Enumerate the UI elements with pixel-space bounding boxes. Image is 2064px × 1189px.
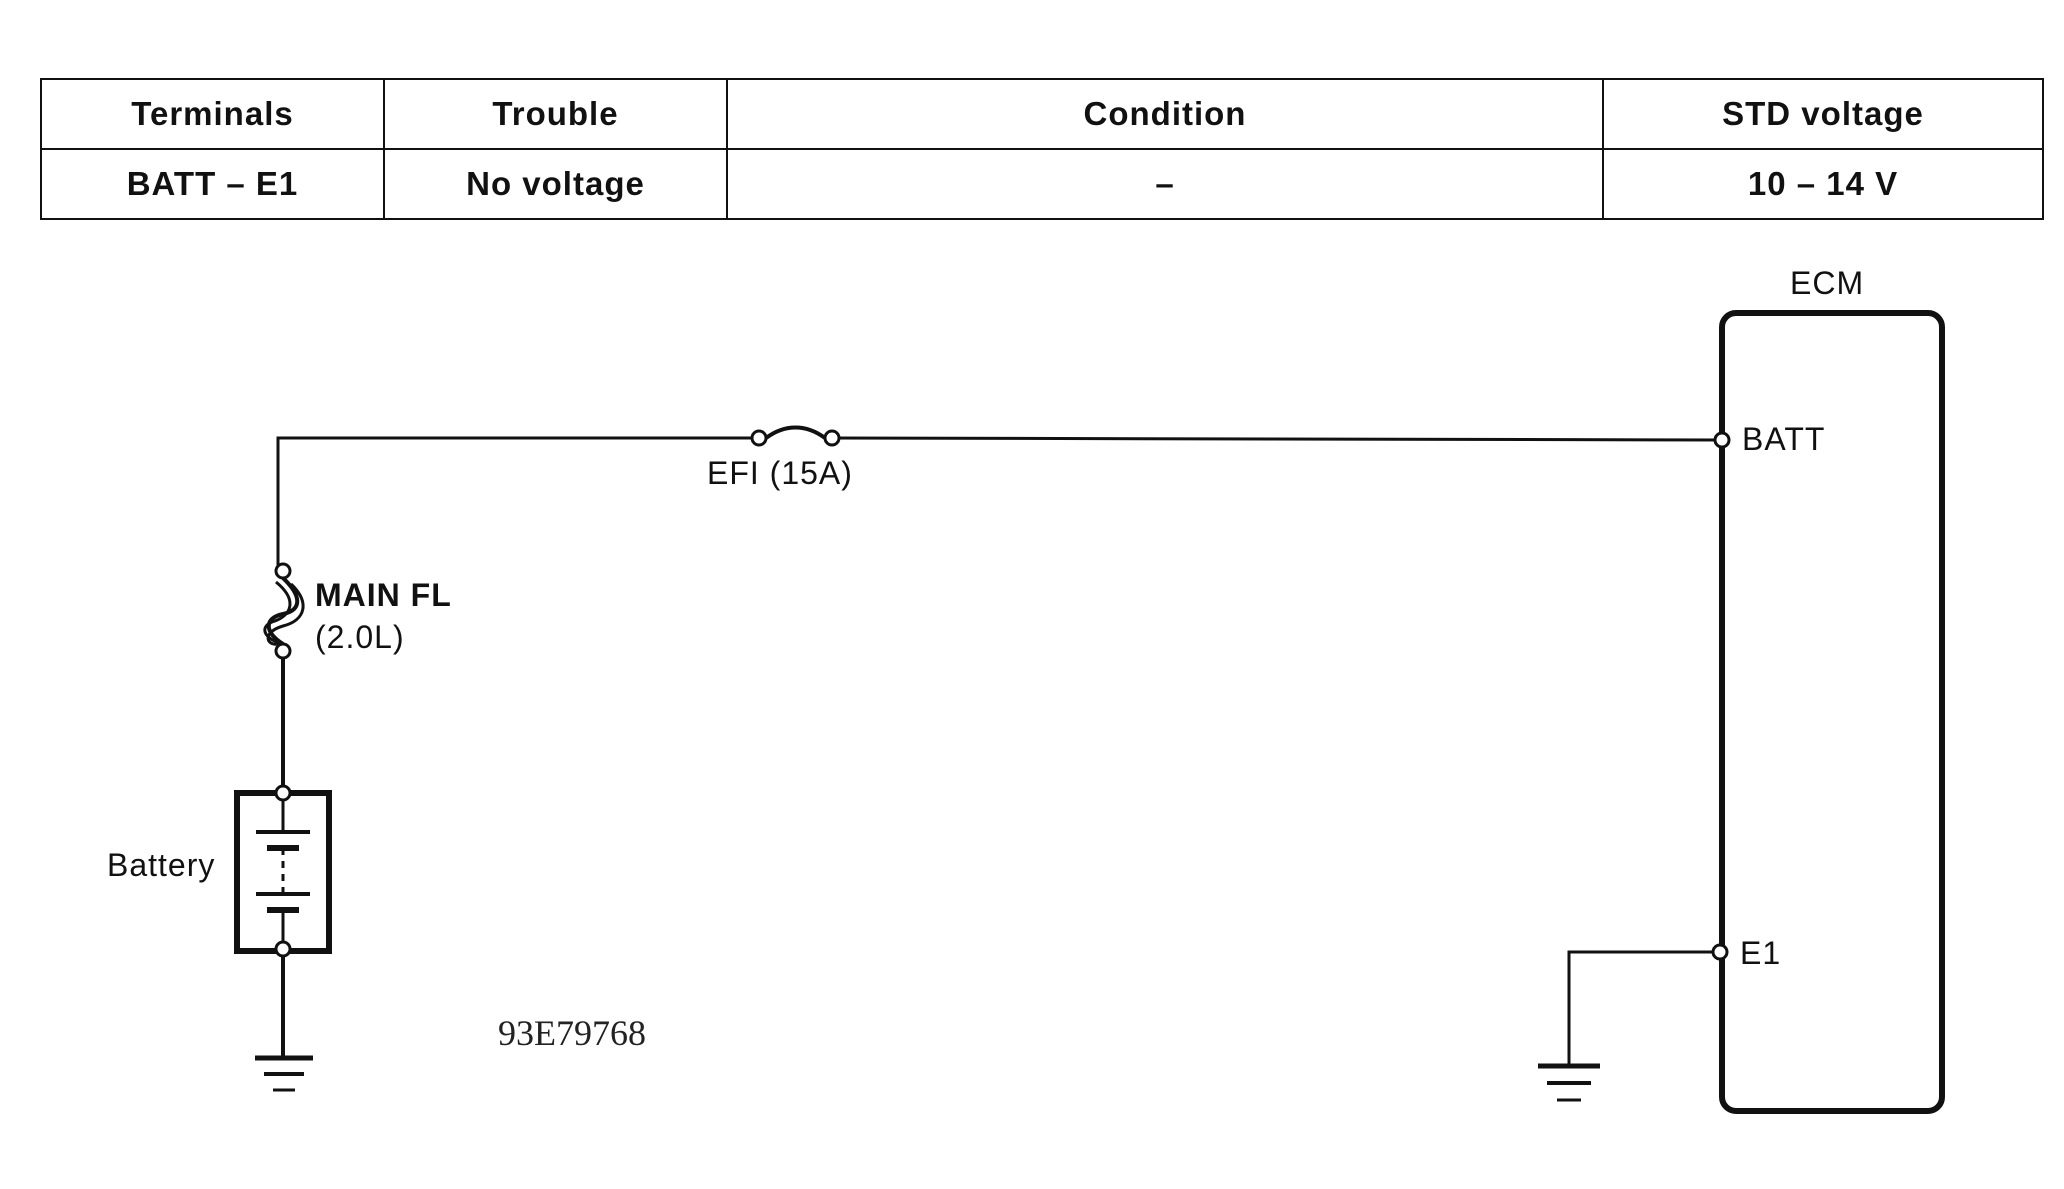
batt-terminal-label: BATT bbox=[1742, 421, 1825, 457]
cell-trouble: No voltage bbox=[383, 148, 728, 220]
ecm-box bbox=[1719, 310, 1945, 1114]
cell-condition: – bbox=[726, 148, 1604, 220]
table-header-row: Terminals Trouble Condition STD voltage bbox=[40, 78, 2044, 150]
reference-code: 93E79768 bbox=[498, 1013, 646, 1053]
header-condition: Condition bbox=[726, 78, 1604, 150]
battery-label: Battery bbox=[107, 847, 215, 883]
battery-icon bbox=[234, 784, 332, 958]
efi-fuse-label: EFI (15A) bbox=[707, 455, 853, 491]
table-row: BATT – E1 No voltage – 10 – 14 V bbox=[40, 148, 2044, 220]
ground-icon bbox=[1538, 1063, 1600, 1102]
cell-std-voltage: 10 – 14 V bbox=[1602, 148, 2044, 220]
main-fl-label: MAIN FL bbox=[315, 577, 452, 613]
batt-terminal-dot bbox=[1713, 431, 1731, 449]
e1-terminal-dot bbox=[1711, 943, 1729, 961]
ecm-label: ECM bbox=[1790, 265, 1864, 301]
ground-icon bbox=[255, 1055, 313, 1092]
wire-e1-to-ground bbox=[1567, 950, 1715, 1066]
wire-main-to-efi bbox=[276, 436, 759, 568]
fusible-link-icon bbox=[263, 562, 305, 660]
e1-terminal-label: E1 bbox=[1740, 935, 1781, 971]
wire-efi-to-batt bbox=[831, 436, 1723, 442]
header-trouble: Trouble bbox=[383, 78, 728, 150]
header-terminals: Terminals bbox=[40, 78, 385, 150]
header-std-voltage: STD voltage bbox=[1602, 78, 2044, 150]
main-fl-sub-label: (2.0L) bbox=[315, 619, 405, 655]
fuse-icon bbox=[750, 425, 841, 447]
spec-table: Terminals Trouble Condition STD voltage … bbox=[40, 78, 2044, 220]
cell-terminals: BATT – E1 bbox=[40, 148, 385, 220]
